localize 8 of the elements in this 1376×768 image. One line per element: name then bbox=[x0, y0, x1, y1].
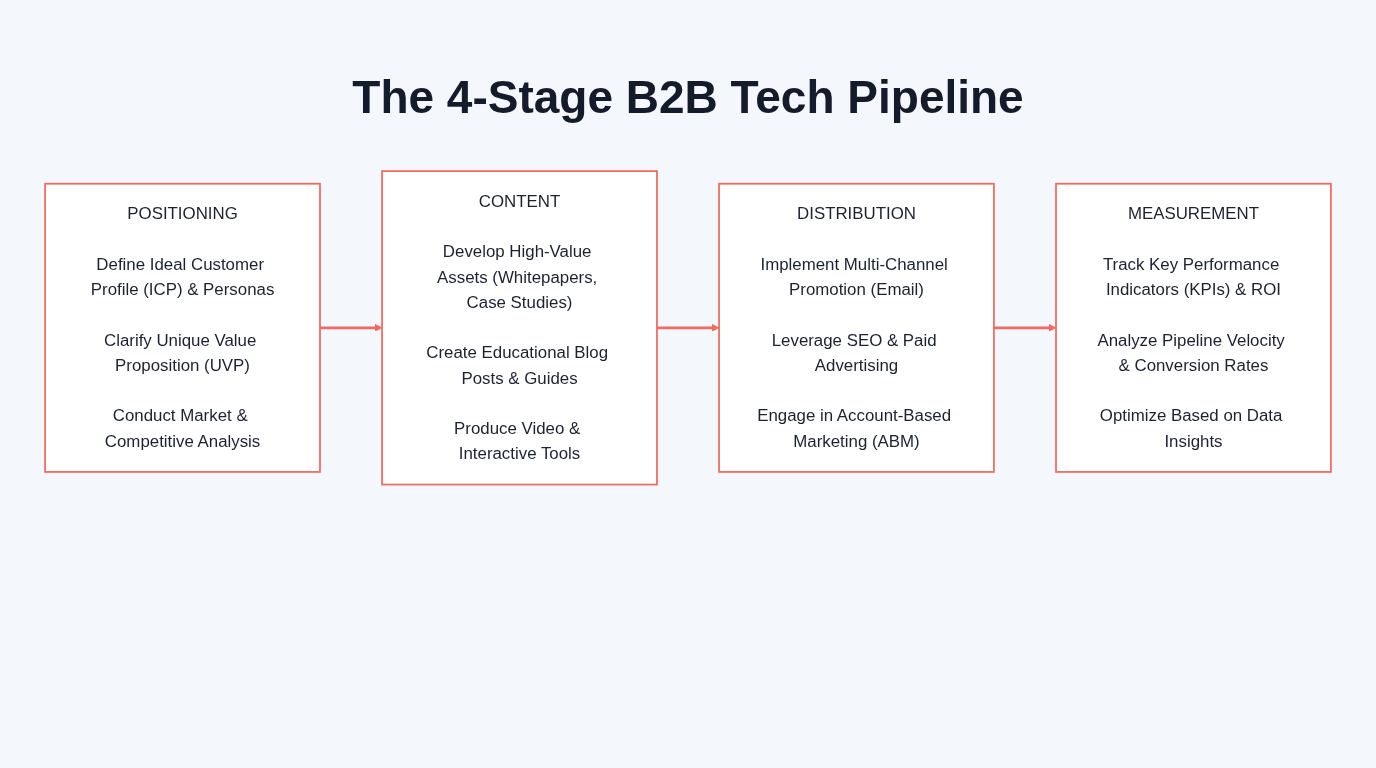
arrow bbox=[656, 323, 720, 332]
node-box: MEASUREMENT Track Key Performance Indicators (KPIs) & ROI Analyze Pipeline Velocity & Conversion Rates Optimize Based on Data Insights bbox=[1055, 182, 1332, 473]
arrow bbox=[993, 323, 1057, 332]
node-box: POSITIONING Define Ideal Customer Profile (ICP) & Personas Clarify Unique Value Proposition (UVP) Conduct Market & Competitive Analysis bbox=[44, 182, 321, 473]
node-box: CONTENT Develop High-Value Assets (Whitepapers, Case Studies) Create Educational Blog Posts & Guides Produce Video & Interactive Tools bbox=[381, 170, 658, 486]
diagram-title: The 4-Stage B2B Tech Pipeline bbox=[352, 70, 1024, 124]
node-box: DISTRIBUTION Implement Multi-Channel Promotion (Email) Leverage SEO & Paid Advertising Engage in Account-Based Marketing (ABM) bbox=[718, 182, 995, 473]
arrow bbox=[320, 323, 383, 332]
